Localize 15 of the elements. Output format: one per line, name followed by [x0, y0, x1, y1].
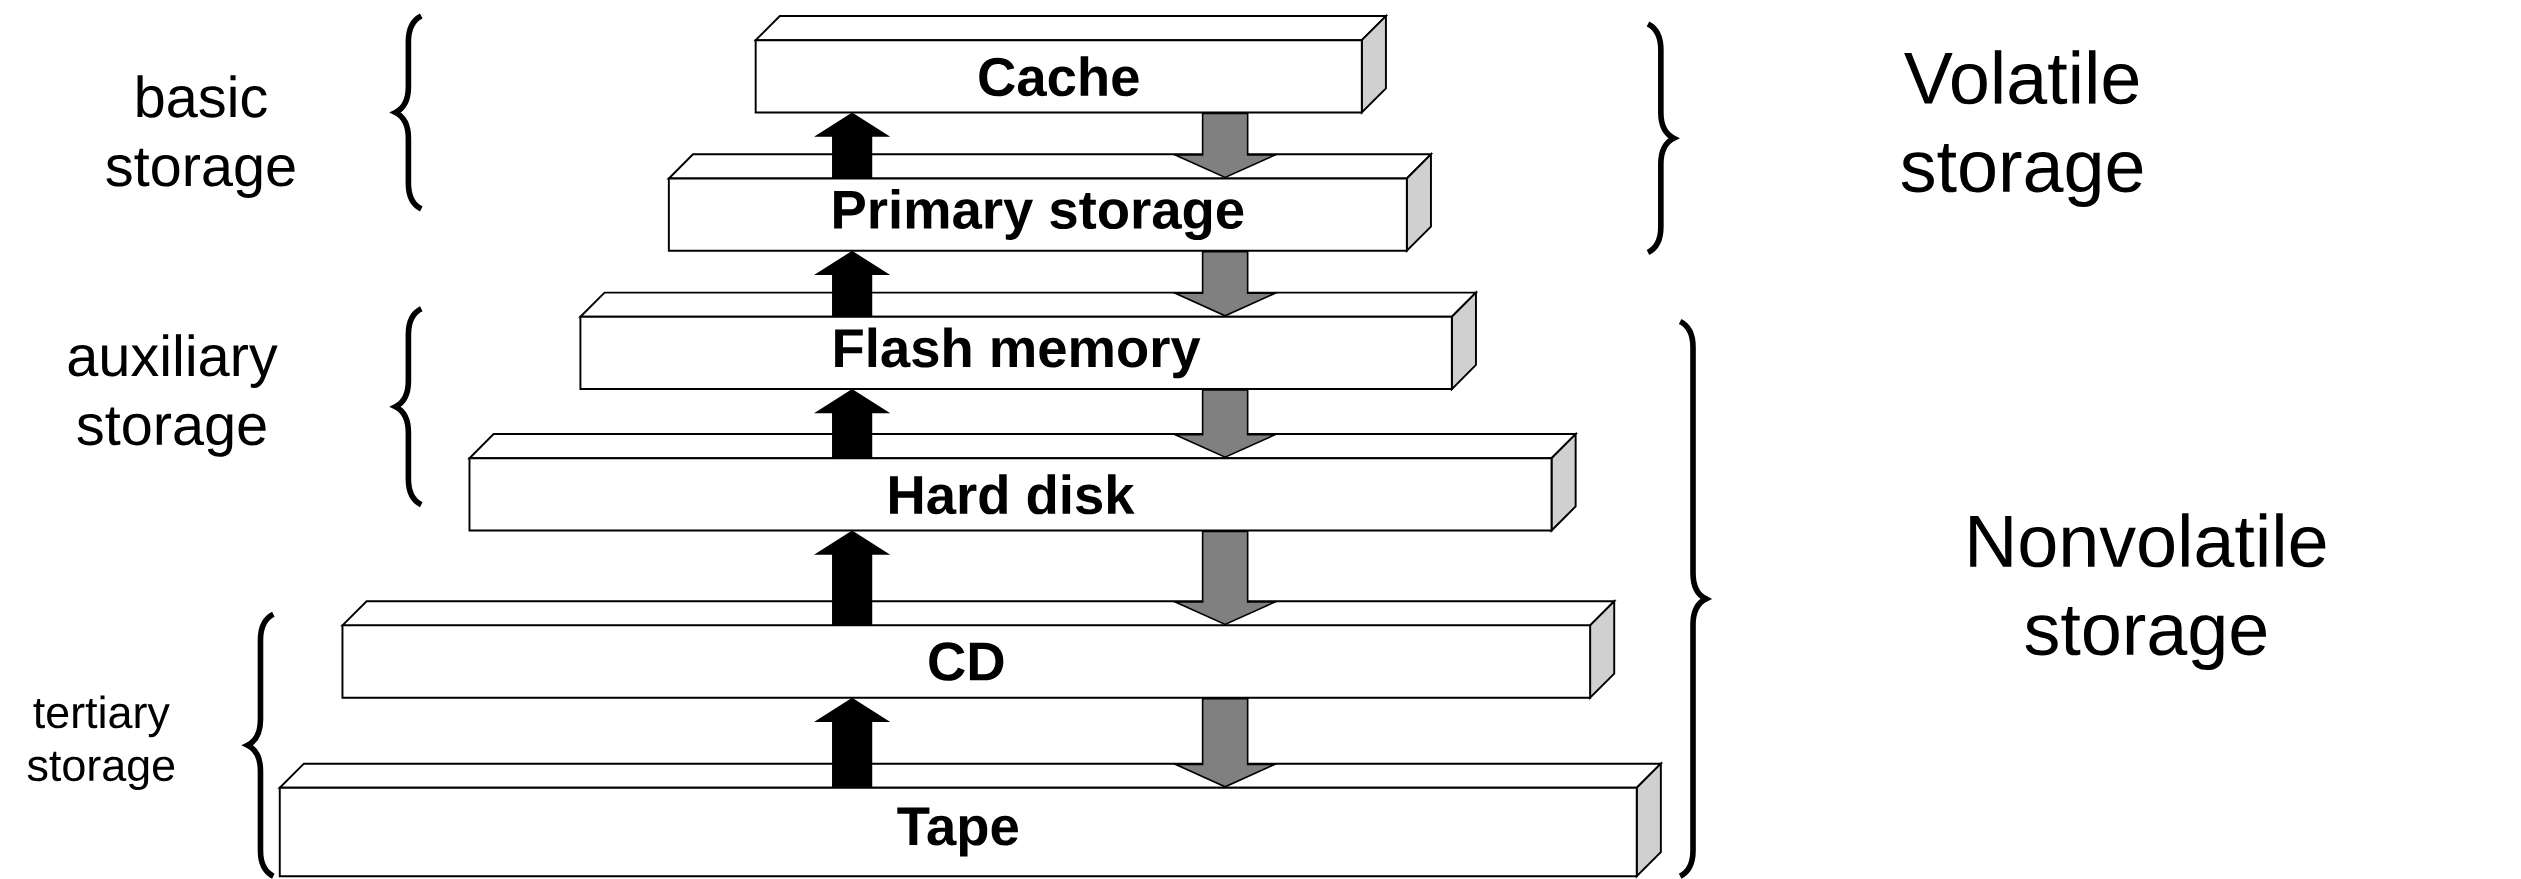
- side-label: Nonvolatile storage: [1970, 513, 2326, 670]
- side-label: basic storage: [106, 75, 295, 198]
- side-label: Volatile storage: [1901, 50, 2143, 207]
- side-label: tertiary storage: [27, 695, 175, 790]
- side-label: auxiliary storage: [68, 333, 278, 457]
- block-arrow: [1171, 530, 1279, 626]
- block-arrow: [814, 530, 891, 626]
- block-arrow: [814, 697, 891, 788]
- block-arrow: [1171, 112, 1279, 179]
- block-arrow: [814, 388, 891, 458]
- block-arrow: [814, 112, 891, 179]
- block-arrow: [814, 250, 891, 317]
- block-arrow: [1171, 250, 1279, 317]
- block-arrow: [1171, 389, 1279, 458]
- block-arrow: [1171, 697, 1279, 788]
